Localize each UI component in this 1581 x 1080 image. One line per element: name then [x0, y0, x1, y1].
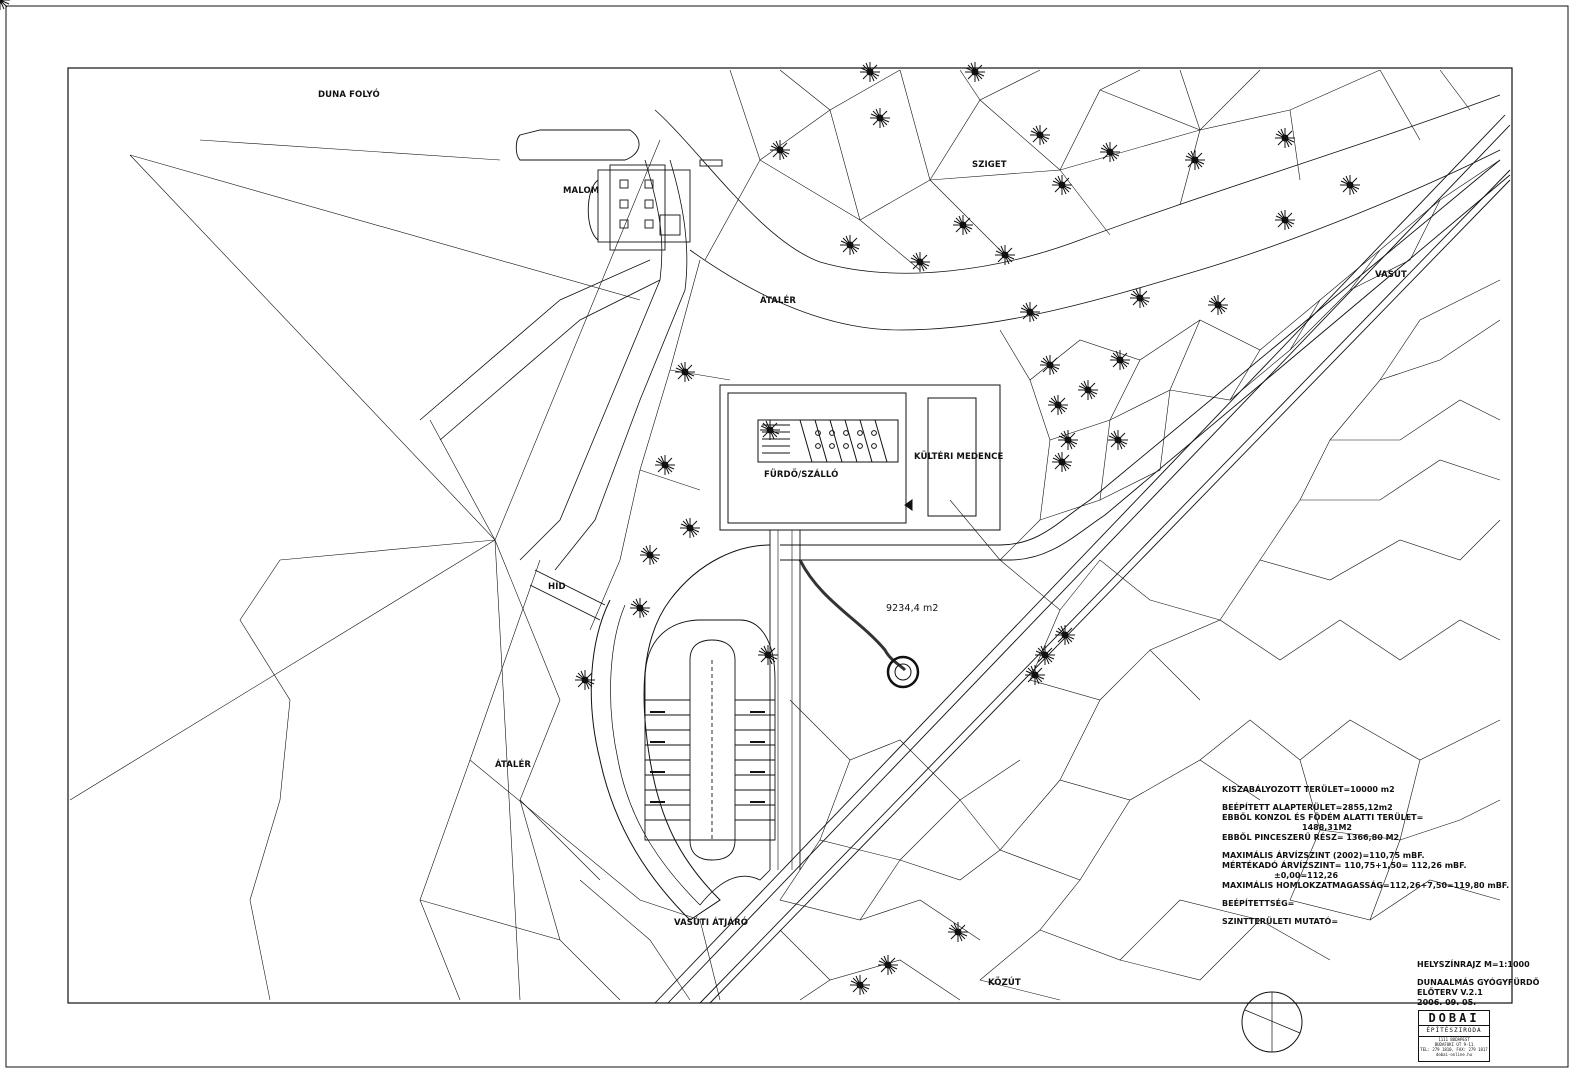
max-flood-level: MAXIMÁLIS ÁRVÍZSZINT (2002)=110,75 mBF. [1222, 851, 1425, 860]
logo-phone: TEL: 279 1810, FAX: 279 1817 [1420, 1047, 1488, 1052]
basement-area: EBBŐL PINCESZERŰ RÉSZ= 1366,80 M2 [1222, 833, 1400, 842]
entrance-road-edge [780, 174, 1511, 561]
drawing-date: 2006. 09. 05. [1417, 998, 1477, 1007]
design-phase: ELŐTERV V.2.1 [1417, 988, 1483, 997]
label-kozut: KÖZÚT [988, 978, 1021, 988]
project-name: DUNAALMÁS GYÓGYFÜRDŐ [1417, 978, 1540, 987]
logo-street: BUDAFOKI ÚT 9-11 [1434, 1042, 1474, 1047]
river-bank [654, 94, 1501, 274]
tree-symbols [0, 0, 1361, 996]
spiral-path [798, 559, 907, 672]
fountain [886, 655, 920, 689]
floor-area-ratio: SZINTTERÜLETI MUTATÓ= [1222, 917, 1339, 926]
office-logo: DOBAI ÉPÍTÉSZIRODA 1111 BUDAPEST BUDAFOK… [1418, 1010, 1490, 1062]
site-data-block: KISZABÁLYOZOTT TERÜLET=10000 m2 BEÉPÍTET… [1222, 785, 1509, 927]
label-malom: MALOM [563, 186, 600, 196]
max-facade-height: MAXIMÁLIS HOMLOKZATMAGASSÁG=112,26+7,50=… [1222, 881, 1510, 890]
loop-road [590, 544, 771, 921]
island-edge [689, 149, 1501, 331]
entrance-road [780, 159, 1501, 546]
console-area: EBBŐL KONZOL ÉS FÖDÉM ALATTI TERÜLET= [1222, 813, 1424, 822]
console-value: 1488,31M2 [1302, 823, 1352, 832]
parking-area [644, 619, 776, 861]
label-hid: HÍD [548, 582, 566, 592]
access-road [419, 159, 688, 571]
label-kulteri-medence: KÜLTÉRI MEDENCE [914, 452, 1004, 462]
built-footprint: BEÉPÍTETT ALAPTERÜLET=2855,12m2 [1222, 803, 1393, 812]
built-ratio: BEÉPÍTETTSÉG= [1222, 899, 1295, 908]
sheet-border [5, 5, 1569, 1068]
logo-name: DOBAI [1419, 1011, 1489, 1026]
zero-level: ±0,00=112,26 [1274, 871, 1339, 880]
regulated-area: KISZABÁLYOZOTT TERÜLET=10000 m2 [1222, 785, 1395, 794]
drawing-title: HELYSZÍNRAJZ M=1:1000 [1417, 960, 1530, 969]
label-vasuti-atjaro: VASÚTI ÁTJÁRÓ [674, 918, 749, 928]
logo-subtitle: ÉPÍTÉSZIRODA [1419, 1026, 1489, 1037]
drawing-frame [67, 67, 1513, 1004]
logo-web: dobai-online.hu [1435, 1052, 1473, 1057]
label-duna-folyo: DUNA FOLYÓ [318, 90, 380, 100]
mill-building [515, 129, 723, 251]
railway-lines [654, 114, 1511, 1004]
label-ataler-left: ÁTALÉR [495, 760, 532, 770]
label-area: 9234,4 m2 [886, 603, 939, 614]
bridge [529, 569, 606, 621]
design-flood-level: MÉRTÉKADÓ ÁRVÍZSZINT= 110,75+1,50= 112,2… [1222, 861, 1467, 870]
bath-hotel-building [719, 384, 1001, 531]
label-ataler-top: ÁTALÉR [760, 296, 797, 306]
label-sziget: SZIGET [972, 160, 1007, 170]
label-furdo-szallo: FÜRDŐ/SZÁLLÓ [764, 470, 839, 480]
label-vasut: VASÚT [1375, 270, 1407, 280]
title-block: HELYSZÍNRAJZ M=1:1000 DUNAALMÁS GYÓGYFÜR… [1417, 960, 1539, 1008]
terrain-mesh-top [704, 69, 1471, 271]
terrain-mesh-left [69, 139, 1021, 1001]
logo-address: 1111 BUDAPEST [1438, 1037, 1470, 1042]
